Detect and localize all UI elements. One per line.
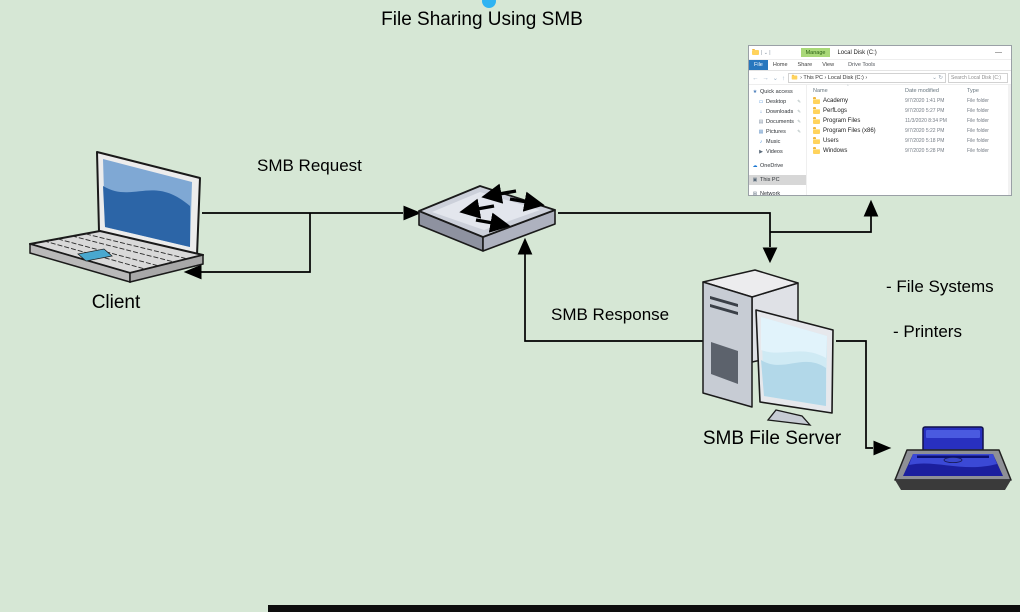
tab-file[interactable]: File [749,60,768,70]
location-folder-icon [791,74,798,80]
file-row[interactable]: Academy 9/7/2020 1:41 PM File folder [813,96,1011,106]
pin-icon: ✎ [797,109,801,114]
arrowhead-printer [873,440,892,456]
folder-icon [813,97,820,104]
arrowhead-explorer [863,199,879,217]
manage-tab[interactable]: Manage [800,48,831,57]
file-list-pane: ˆ Name Date modified Type Academy 9/7/20… [807,85,1011,195]
ribbon-tabs: File Home Share View Drive Tools [749,60,1011,71]
pin-icon: ✎ [797,129,801,134]
file-row[interactable]: Windows 9/7/2020 5:28 PM File folder [813,146,1011,156]
column-name[interactable]: Name [813,88,828,94]
bottom-window-edge [268,605,1020,612]
server-icon [702,269,834,426]
pin-icon: ✎ [797,99,801,104]
laptop-icon [29,151,204,283]
star-icon: ★ [752,89,758,95]
tab-home[interactable]: Home [772,62,788,68]
file-row[interactable]: PerfLogs 9/7/2020 5:27 PM File folder [813,106,1011,116]
nav-arrows-icon[interactable]: ← → ⌄ ↑ [752,74,787,82]
folder-icon [813,117,820,124]
printer-icon [894,426,1012,490]
videos-icon: ▶ [759,149,763,155]
address-bar: ← → ⌄ ↑ › This PC › Local Disk (C:) › ⌄ … [749,71,1011,85]
sidebar-item-downloads[interactable]: ↓Downloads✎ [759,109,801,115]
file-row[interactable]: Users 9/7/2020 5:18 PM File folder [813,136,1011,146]
quick-access-toolbar[interactable]: | ⌄ | [761,49,771,56]
sidebar-item-quick-access[interactable]: ★Quick access [752,89,793,95]
breadcrumb-path[interactable]: › This PC › Local Disk (C:) › [800,74,868,81]
smb-request-label: SMB Request [257,156,362,175]
file-explorer-window[interactable]: | ⌄ | Manage Local Disk (C:) — File Home… [748,45,1012,197]
sidebar-item-this-pc[interactable]: ▣This PC [749,175,806,185]
folder-icon [752,48,759,55]
folder-icon [813,137,820,144]
tab-share[interactable]: Share [797,62,813,68]
explorer-sidebar: ★Quick access ▭Desktop✎ ↓Downloads✎ ▤Doc… [749,85,807,197]
folder-icon [813,107,820,114]
edge-switch-to-server [558,212,771,247]
window-title: Local Disk (C:) [837,49,877,56]
column-type[interactable]: Type [967,88,979,94]
column-headers: Name Date modified Type [813,86,1011,96]
folder-icon [813,127,820,134]
switch-node[interactable] [418,168,558,254]
network-switch-icon [418,183,556,252]
server-node[interactable] [698,262,848,428]
file-row[interactable]: Program Files 11/3/2020 8:34 PM File fol… [813,116,1011,126]
pin-icon: ✎ [797,119,801,124]
edge-smb-response [524,254,703,342]
sidebar-item-desktop[interactable]: ▭Desktop✎ [758,99,801,105]
music-icon: ♪ [759,139,763,145]
tab-view[interactable]: View [822,62,835,68]
sidebar-item-pictures[interactable]: ▦Pictures✎ [758,129,801,135]
sidebar-item-music[interactable]: ♪Music [759,139,781,145]
sidebar-item-videos[interactable]: ▶Videos [759,149,783,155]
breadcrumb[interactable]: › This PC › Local Disk (C:) › ⌄ ↻ [788,72,946,83]
desktop-icon: ▭ [758,99,764,105]
explorer-body: ★Quick access ▭Desktop✎ ↓Downloads✎ ▤Doc… [749,85,1011,197]
printer-node[interactable] [893,426,1015,496]
tab-drive-tools[interactable]: Drive Tools [848,62,876,68]
file-row[interactable]: Program Files (x86) 9/7/2020 5:22 PM Fil… [813,126,1011,136]
selection-handle-dot [482,0,496,8]
diagram-title: File Sharing Using SMB [381,9,583,30]
sidebar-item-network[interactable]: ⊞Network [752,191,781,197]
arrowhead-server [762,247,778,264]
minimize-button[interactable]: — [995,49,1002,56]
downloads-icon: ↓ [759,109,763,115]
folder-icon [813,147,820,154]
this-pc-icon: ▣ [752,177,758,183]
server-label: SMB File Server [702,428,842,449]
client-node[interactable] [28,146,232,286]
printers-label: - Printers [893,322,962,341]
sidebar-item-documents[interactable]: ▤Documents✎ [758,119,801,125]
onedrive-icon: ☁ [752,163,758,169]
column-date-modified[interactable]: Date modified [905,88,939,94]
edge-branch-to-explorer [770,216,872,233]
explorer-titlebar: | ⌄ | Manage Local Disk (C:) — [749,46,1011,60]
smb-response-label: SMB Response [551,305,670,324]
network-icon: ⊞ [752,191,758,197]
file-systems-label: - File Systems [886,277,994,296]
pictures-icon: ▦ [758,129,764,135]
client-label: Client [91,292,141,313]
sidebar-item-onedrive[interactable]: ☁OneDrive [752,163,784,169]
sort-caret-icon: ˆ [847,85,849,91]
documents-icon: ▤ [758,119,764,125]
refresh-icon[interactable]: ⌄ ↻ [932,74,943,81]
scrollbar[interactable] [1008,85,1011,195]
search-input[interactable]: Search Local Disk (C:) [948,72,1008,83]
